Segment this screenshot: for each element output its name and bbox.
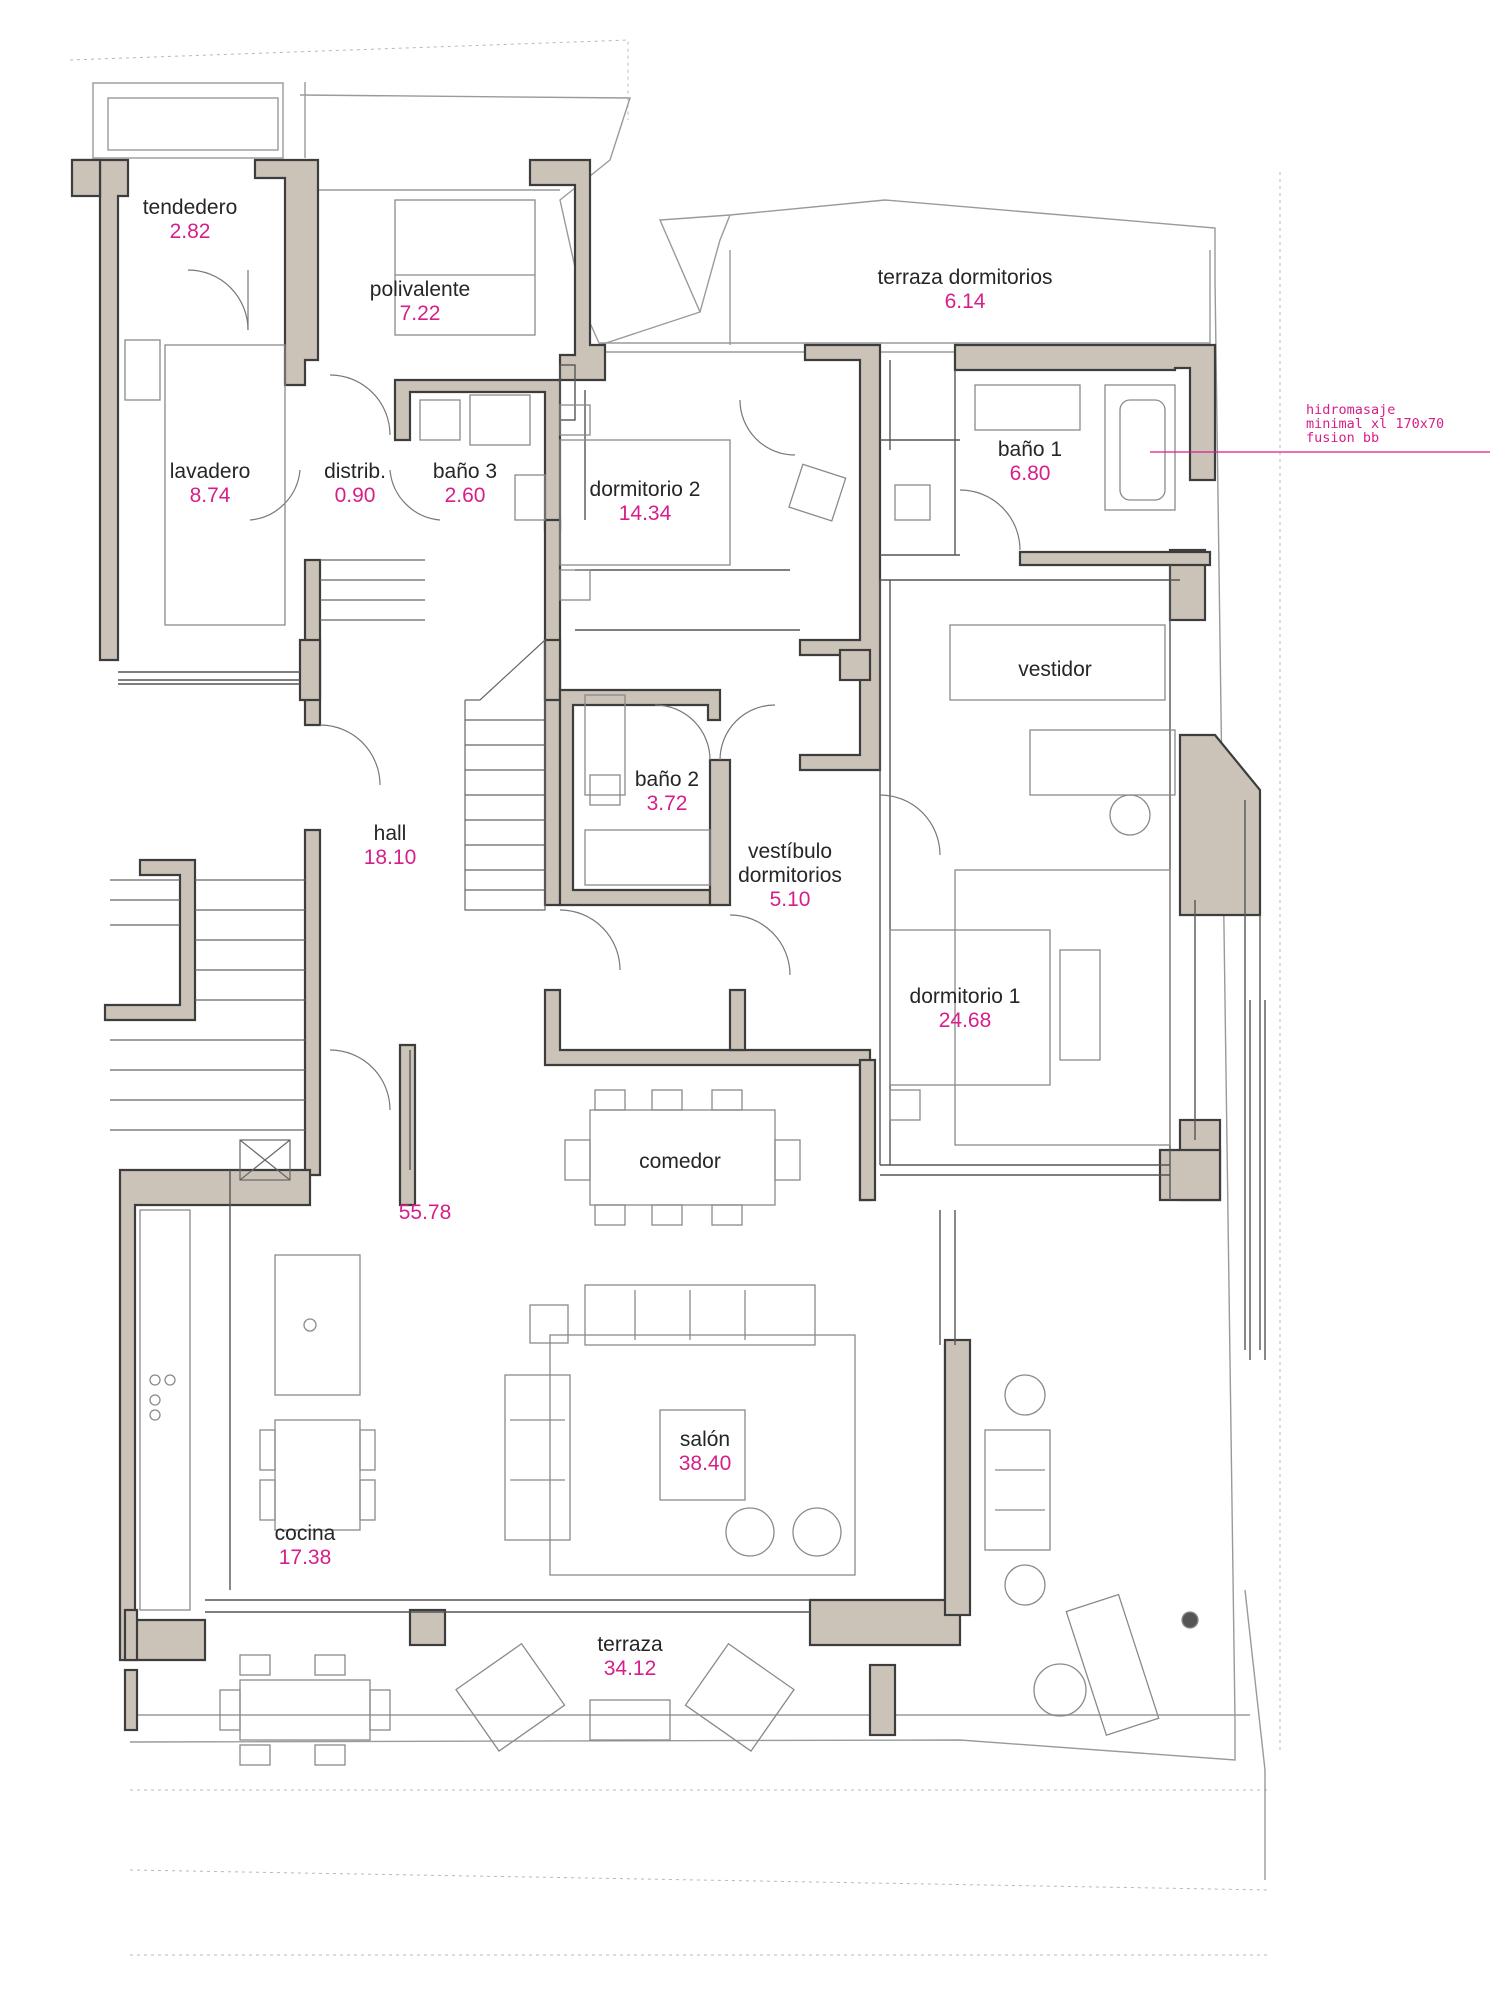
- room-area: 7.22: [399, 302, 441, 325]
- room-name: dormitorio 2: [589, 478, 701, 501]
- room-name: terraza dormitorios: [877, 266, 1053, 289]
- room-label-dormitorio-2: dormitorio 2 14.34: [575, 478, 715, 526]
- room-label-terraza: terraza 34.12: [580, 1633, 680, 1681]
- room-area: 55.78: [398, 1201, 452, 1224]
- room-name: hall: [373, 822, 407, 845]
- room-label-comedor: comedor: [620, 1150, 740, 1174]
- room-area: 17.38: [278, 1546, 332, 1569]
- doors: [187, 269, 1021, 1111]
- room-label-distrib: distrib. 0.90: [310, 460, 400, 508]
- room-name: cocina: [274, 1522, 336, 1545]
- room-area: 5.10: [769, 888, 811, 911]
- room-area: 2.82: [169, 220, 211, 243]
- room-label-bano-2: baño 2 3.72: [622, 768, 712, 816]
- partitions: [118, 360, 1266, 1613]
- room-name: lavadero: [169, 460, 251, 483]
- room-area: 6.14: [944, 290, 986, 313]
- room-name: baño 1: [997, 438, 1063, 461]
- room-area: 8.74: [189, 484, 231, 507]
- outline-lines: [92, 82, 1266, 1880]
- room-area: 3.72: [646, 792, 688, 815]
- room-name: distrib.: [324, 460, 386, 483]
- room-label-lavadero: lavadero 8.74: [155, 460, 265, 508]
- room-name: polivalente: [369, 278, 471, 301]
- room-label-dormitorio-1: dormitorio 1 24.68: [890, 985, 1040, 1033]
- room-name: tendedero: [142, 196, 238, 219]
- room-label-total-area: 55.78: [375, 1201, 475, 1225]
- room-name: terraza: [597, 1633, 663, 1656]
- room-area: 38.40: [678, 1452, 732, 1475]
- bathtub-callout: hidromasaje minimal xl 170x70 fusion bb: [1306, 403, 1456, 445]
- site-boundary: [69, 39, 1281, 1956]
- walls: [70, 158, 1262, 1737]
- room-area: 18.10: [363, 846, 417, 869]
- room-name: baño 3: [432, 460, 498, 483]
- room-area: 34.12: [603, 1657, 657, 1680]
- room-area: 2.60: [444, 484, 486, 507]
- callout-line: hidromasaje: [1306, 402, 1396, 418]
- room-area: 24.68: [938, 1009, 992, 1032]
- room-name: vestidor: [1018, 658, 1092, 681]
- callout-line: minimal xl 170x70: [1306, 416, 1445, 432]
- room-name: salón: [679, 1428, 731, 1451]
- room-area: 6.80: [1009, 462, 1051, 485]
- room-label-vestibulo-dormitorios: vestíbulo dormitorios 5.10: [730, 840, 850, 912]
- furniture: [124, 199, 1199, 1766]
- room-label-salon: salón 38.40: [655, 1428, 755, 1476]
- room-label-terraza-dormitorios: terraza dormitorios 6.14: [845, 266, 1085, 314]
- room-name: comedor: [639, 1150, 721, 1173]
- room-name: baño 2: [634, 768, 700, 791]
- room-label-tendedero: tendedero 2.82: [135, 196, 245, 244]
- room-area: 0.90: [334, 484, 376, 507]
- room-label-cocina: cocina 17.38: [255, 1522, 355, 1570]
- room-label-vestidor: vestidor: [1000, 658, 1110, 682]
- room-label-bano-3: baño 3 2.60: [420, 460, 510, 508]
- callout-line: fusion bb: [1306, 430, 1380, 446]
- room-area: 14.34: [618, 502, 672, 525]
- room-name: dormitorio 1: [909, 985, 1021, 1008]
- room-label-bano-1: baño 1 6.80: [980, 438, 1080, 486]
- room-label-polivalente: polivalente 7.22: [350, 278, 490, 326]
- stairs: [110, 559, 546, 1181]
- room-label-hall: hall 18.10: [345, 822, 435, 870]
- room-name: vestíbulo dormitorios: [738, 840, 842, 887]
